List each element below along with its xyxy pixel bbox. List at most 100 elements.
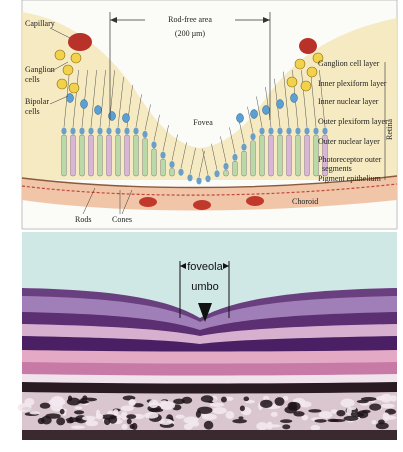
choroid-blood-cell [193,200,211,210]
rod-cell [107,135,112,176]
cone-cell [161,159,166,176]
photoreceptor-nucleus [322,128,327,135]
ganglion-cell [57,79,67,89]
bipolar-cell [277,100,284,109]
photoreceptor-nucleus [160,152,165,159]
choroid-speck [319,411,333,419]
cones-label: Cones [112,215,132,224]
ganglion-cell [63,65,73,75]
choroid-speck [344,416,359,421]
choroid-speck [40,403,50,409]
ganglion-cell [307,67,317,77]
ganglion-cell [69,83,79,93]
capillary-right [299,38,317,54]
cone-cell [251,141,256,176]
choroid-label: Choroid [292,197,318,206]
choroid-speck [299,401,311,407]
photoreceptor-nucleus [232,154,237,161]
bipolar-cells-label-1: Bipolar [25,97,49,106]
choroid-speck [173,399,185,405]
photoreceptor-nucleus [61,128,66,135]
choroid-speck [82,416,96,421]
photoreceptor-nucleus [124,128,129,135]
choroid-speck [383,412,390,421]
choroid-speck [308,409,321,413]
ganglion-cell [301,81,311,91]
photoreceptor-nucleus [259,128,264,135]
cone-cell [143,138,148,176]
choroid-speck [287,402,297,411]
photoreceptor-nucleus [268,128,273,135]
photoreceptor-nucleus [241,144,246,151]
photoreceptor-nucleus [304,128,309,135]
cone-cell [278,135,283,176]
bipolar-cell [251,110,258,119]
choroid-speck [347,407,352,416]
choroid-speck [149,408,163,412]
rod-cell [269,135,274,176]
choroid-speck [232,419,247,423]
bipolar-cell [109,112,116,121]
photoreceptor-nucleus [313,128,318,135]
choroid-speck [74,410,84,414]
choroid-speck [108,416,117,424]
choroid-speck [117,414,121,418]
choroid-speck [340,399,354,408]
cone-cell [152,149,157,176]
layer-label: Pigment epithelium [318,174,382,183]
choroid-speck [327,419,338,422]
choroid-speck [77,400,89,403]
choroid-speck [371,420,376,424]
choroid-speck [212,407,227,414]
choroid-speck [71,425,85,428]
photoreceptor-nucleus [133,128,138,135]
choroid-speck [361,410,370,414]
photoreceptor-nucleus [88,128,93,135]
rod-free-width-label: (200 µm) [175,29,205,38]
photoreceptor-nucleus [79,128,84,135]
retina-label: Retina [385,119,394,140]
photoreceptor-nucleus [205,175,210,182]
choroid-speck [176,415,185,419]
ganglion-cell [55,50,65,60]
choroid-speck [29,411,40,414]
bipolar-cell [291,94,298,103]
choroid-speck [282,424,290,429]
choroid-speck [95,414,103,420]
photoreceptor-nucleus [115,128,120,135]
choroid-speck [60,409,65,414]
cone-cell [224,170,229,176]
rod-cell [305,135,310,176]
layer-label: Photoreceptor outer [318,155,382,164]
choroid-speck [204,421,214,430]
photoreceptor-nucleus [250,133,255,140]
choroid-speck [357,400,369,403]
photoreceptor-nucleus [277,128,282,135]
cone-cell [260,135,265,176]
choroid-speck [127,418,132,424]
photoreceptor-nucleus [142,131,147,138]
choroid-speck [238,416,243,419]
bipolar-cell [123,114,130,123]
bipolar-cell [237,114,244,123]
rod-cell [89,135,94,176]
cone-cell [116,135,121,176]
bipolar-cell [263,106,270,115]
choroid-speck [126,414,136,419]
choroid-speck [74,406,82,410]
bipolar-cell [67,94,74,103]
layer-label: Inner plexiform layer [318,79,387,88]
layer-label: Outer nuclear layer [318,137,380,146]
choroid-speck [376,396,387,400]
layer-label: segments [322,164,352,173]
choroid-speck [66,417,82,422]
choroid-speck [240,406,245,412]
choroid-speck [268,424,281,427]
choroid-speck [121,411,128,420]
rod-cell [125,135,130,176]
choroid-speck [381,404,394,409]
choroid-speck [144,412,158,418]
cone-cell [80,135,85,176]
choroid-speck [129,424,134,429]
choroid-speck [86,420,98,426]
